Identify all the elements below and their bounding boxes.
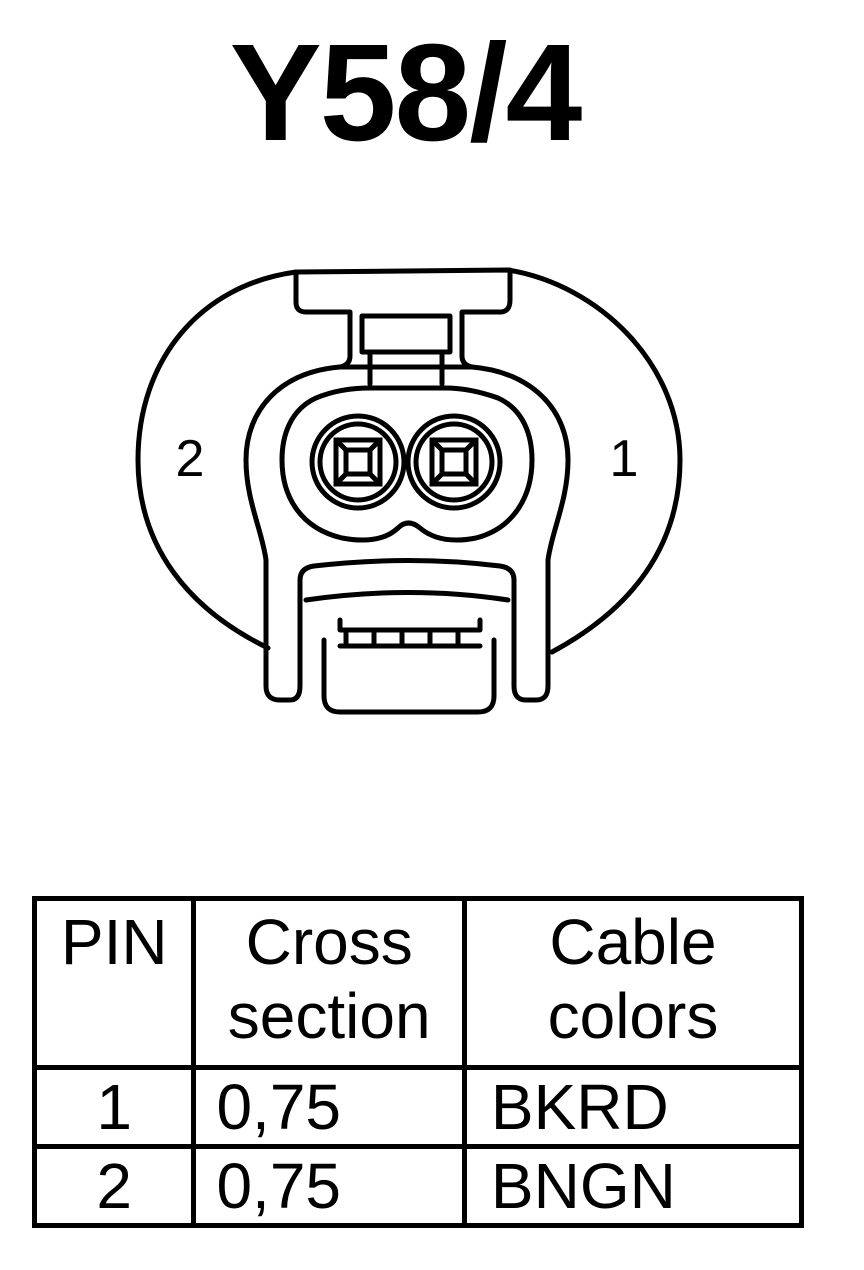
- header-pin: PIN: [31, 896, 197, 1070]
- cell-pin: 1: [31, 1065, 197, 1149]
- connector-housing-icon: [135, 267, 683, 715]
- header-pin-line1: PIN: [60, 906, 168, 978]
- table-row: 1 0,75 BKRD: [31, 1065, 805, 1149]
- cell-cross-section: 0,75: [191, 1144, 467, 1228]
- terminal-icon: [309, 413, 407, 511]
- cell-cable-color: BKRD: [461, 1065, 805, 1149]
- pin-label-right: 1: [610, 430, 639, 488]
- cell-cable-color: BNGN: [461, 1144, 805, 1228]
- pin-assignment-table: PIN Cross section Cable colors 1 0,75 BK…: [31, 896, 805, 1228]
- cell-cross-section: 0,75: [191, 1065, 467, 1149]
- terminal-icon: [405, 413, 503, 511]
- header-cross-section-line1: Cross: [245, 906, 413, 978]
- table-header-row: PIN Cross section Cable colors: [31, 896, 805, 1070]
- header-cable-colors: Cable colors: [461, 896, 805, 1070]
- header-cross-section: Cross section: [191, 896, 467, 1070]
- cell-pin: 2: [31, 1144, 197, 1228]
- header-cable-colors-line1: Cable: [549, 906, 717, 978]
- connector-title: Y58/4: [229, 16, 583, 170]
- pin-label-left: 2: [176, 430, 205, 488]
- connector-diagram: 2 1: [135, 267, 683, 715]
- header-cable-colors-line2: colors: [547, 980, 719, 1052]
- header-cross-section-line2: section: [227, 980, 431, 1052]
- table-row: 2 0,75 BNGN: [31, 1144, 805, 1228]
